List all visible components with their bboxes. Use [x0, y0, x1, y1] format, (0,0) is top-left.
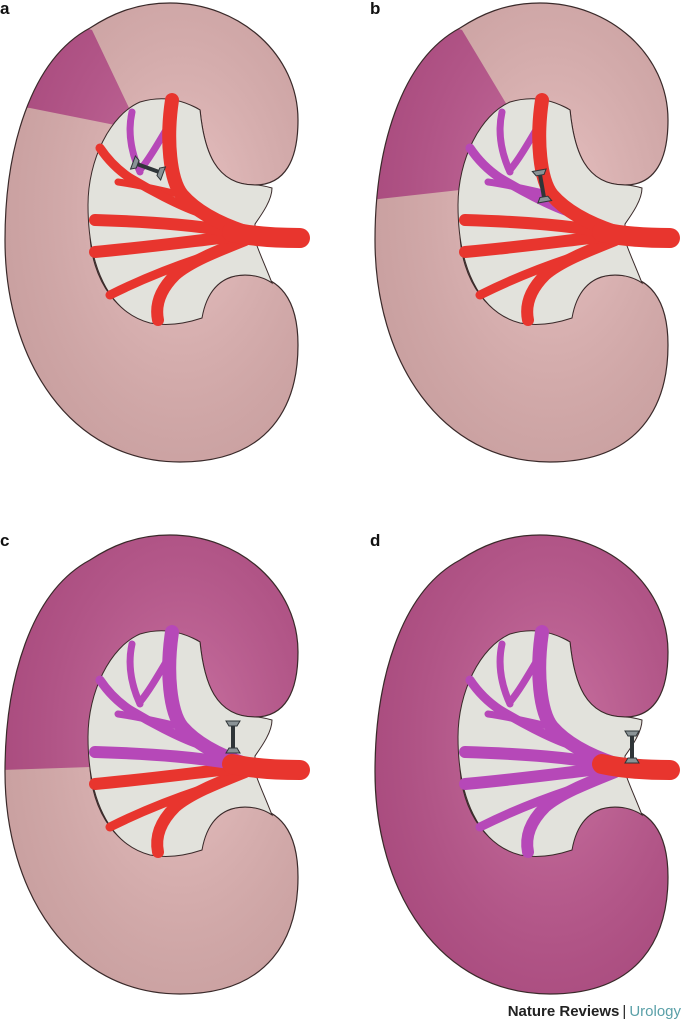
kidney-diagram-a [4, 2, 310, 463]
vessel-main-trunk [222, 222, 310, 248]
vessel-lower-division [151, 234, 251, 326]
vessel-main-trunk [592, 222, 680, 248]
vessel-upper-division [532, 625, 622, 771]
vascular-clamp [531, 168, 553, 204]
journal-section: Urology [629, 1003, 681, 1020]
vessel-upper-pole-branch [496, 108, 514, 176]
kidney-diagram-c [4, 534, 310, 995]
kidney-diagram-d [374, 534, 680, 995]
vessel-lower-division [151, 766, 251, 858]
vascular-clamp [129, 154, 167, 182]
panel-label-a: a [0, 0, 10, 18]
vessel-upper-pole-branch [126, 640, 144, 708]
vessel-upper-division [162, 93, 252, 239]
panel-label-b: b [370, 0, 381, 18]
vessel-upper-division [162, 625, 252, 771]
vessel-upper-pole-branch [496, 640, 514, 708]
vessel-upper-branch-1 [95, 143, 203, 217]
vessel-upper-branch-1 [465, 143, 573, 217]
panel-label-d: d [370, 531, 381, 550]
vessel-main-trunk [222, 754, 310, 780]
vascular-clamp [624, 730, 640, 764]
credit-separator: | [622, 1003, 627, 1020]
panel-a: a [0, 0, 330, 470]
journal-name: Nature Reviews [507, 1003, 620, 1020]
panel-label-c: c [0, 531, 10, 550]
vessel-upper-branch-1 [465, 675, 573, 749]
vessel-lower-division [521, 234, 621, 326]
panel-b: b [370, 0, 685, 470]
vessel-upper-pole-branch [126, 108, 144, 176]
kidney-diagram-b [374, 2, 680, 463]
vascular-clamp [225, 720, 241, 754]
panel-c: c [0, 532, 330, 1002]
panel-d: d [370, 532, 685, 1002]
vessel-upper-branch-1 [95, 675, 203, 749]
vessel-main-trunk [592, 754, 680, 780]
journal-credit: Nature Reviews|Urology [508, 1003, 681, 1020]
vessel-upper-division [532, 93, 622, 239]
vessel-lower-division [521, 766, 621, 858]
